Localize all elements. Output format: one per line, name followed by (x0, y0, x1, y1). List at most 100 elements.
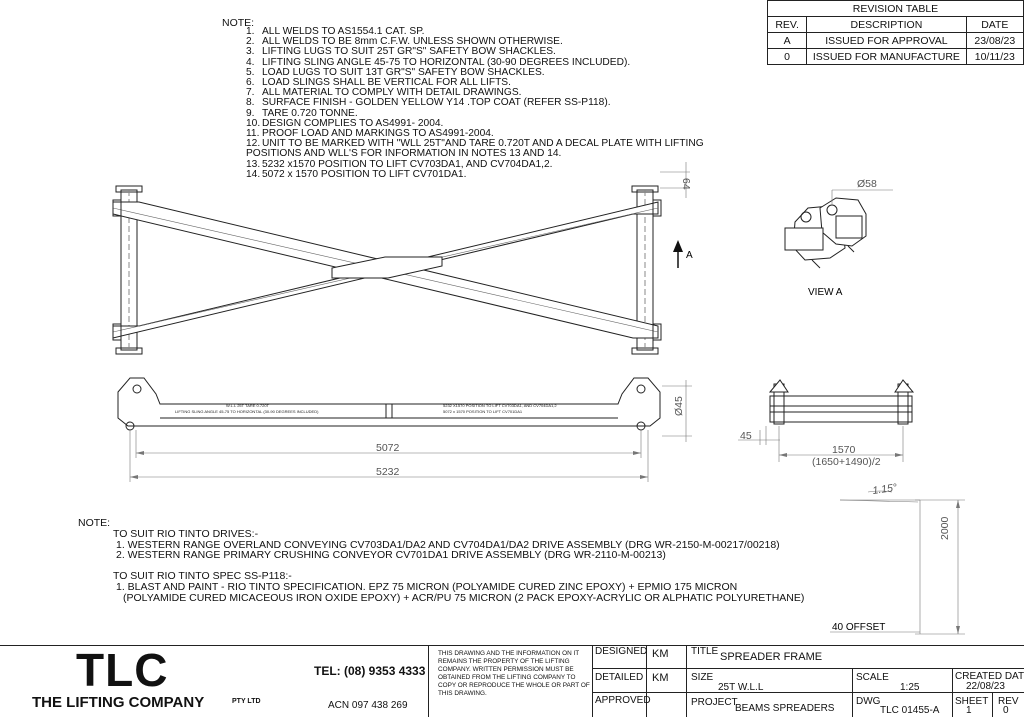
note-item: 9. TARE 0.720 TONNE. (246, 107, 746, 119)
beam-label-right-2: 5072 x 1570 POSITION TO LIFT CV701DA1 (443, 409, 523, 414)
note-number: 2. (246, 36, 255, 48)
note-item: 12.UNIT TO BE MARKED WITH "WLL 25T"AND T… (246, 138, 726, 160)
detailed-value: KM (652, 672, 669, 684)
title-value: SPREADER FRAME (720, 651, 823, 663)
dwg-label: DWG (856, 696, 881, 707)
dim-1570-formula: (1650+1490)/2 (812, 456, 881, 468)
date-col-header: DATE (965, 16, 1024, 33)
note-item: 10.DESIGN COMPLIES TO AS4991- 2004. (246, 117, 746, 129)
table-row: 0 ISSUED FOR MANUFACTURE 10/11/23 (766, 48, 1024, 65)
plan-view (112, 162, 690, 355)
company-logo: TLC (76, 644, 169, 696)
note-text: UNIT TO BE MARKED WITH "WLL 25T"AND TARE… (246, 138, 704, 160)
description-cell: ISSUED FOR APPROVAL (806, 32, 967, 49)
dim-5232: 5232 (376, 466, 400, 478)
note-line: (POLYAMIDE CURED MICACEOUS IRON OXIDE EP… (123, 591, 805, 604)
created-date-label: CREATED DATE (955, 671, 1024, 682)
note-number: 13. (246, 158, 261, 170)
dim-angle: 1.15° (872, 482, 898, 497)
note-number: 8. (246, 97, 255, 109)
beam-label-left-1: W.L.L 25T TARE 0.720T (226, 403, 270, 408)
designed-value: KM (652, 648, 669, 660)
note-line: 1. BLAST AND PAINT - RIO TINTO SPECIFICA… (116, 580, 738, 593)
note-line: TO SUIT RIO TINTO DRIVES:- (113, 527, 259, 540)
note-item: 4. LIFTING SLING ANGLE 45-75 TO HORIZONTA… (246, 56, 746, 68)
note-text: ALL WELDS TO BE 8mm C.F.W. UNLESS SHOWN … (262, 36, 563, 48)
note-text: 5072 x 1570 POSITION TO LIFT CV701DA1. (262, 168, 467, 180)
detailed-label: DETAILED (595, 672, 644, 683)
sheet-value: 1 (966, 705, 972, 716)
title-label: TITLE (691, 646, 719, 657)
dim-dia45: Ø45 (673, 396, 685, 416)
company-acn: ACN 097 438 269 (328, 700, 408, 711)
note-item: 5.LOAD LUGS TO SUIT 13T GR"S" SAFETY BOW… (246, 66, 746, 78)
project-value: BEAMS SPREADERS (735, 703, 835, 714)
note-text: TARE 0.720 TONNE. (262, 107, 358, 119)
note-item: 8. SURFACE FINISH - GOLDEN YELLOW Y14 .TO… (246, 98, 746, 108)
rev-cell: A (766, 32, 808, 49)
note-text: PROOF LOAD AND MARKINGS TO AS4991-2004. (262, 128, 494, 140)
size-label: SIZE (691, 672, 714, 683)
dwg-number: TLC 01455-A (880, 705, 940, 716)
dim-5072: 5072 (376, 442, 400, 454)
company-name: THE LIFTING COMPANY (32, 694, 205, 711)
note-number: 4. (246, 56, 255, 68)
note-text: LOAD LUGS TO SUIT 13T GR"S" SAFETY BOW S… (262, 66, 545, 78)
supply-notes-title: NOTE: (78, 517, 111, 529)
title-block (0, 645, 1024, 718)
supply-notes: NOTE: TO SUIT RIO TINTO DRIVES:- 1. WEST… (78, 518, 804, 604)
rev-value: 0 (1003, 705, 1009, 716)
note-number: 14. (246, 168, 261, 180)
dim-dia58: Ø58 (857, 178, 877, 190)
note-number: 3. (246, 46, 255, 58)
designed-label: DESIGNED (595, 646, 648, 657)
dim-offset: 40 OFFSET (832, 622, 885, 633)
date-cell: 23/08/23 (965, 32, 1024, 49)
note-line: TO SUIT RIO TINTO SPEC SS-P118:- (113, 570, 292, 583)
revision-table: REVISION TABLE REV. DESCRIPTION DATE A I… (766, 0, 1024, 65)
note-item: 6. LOAD SLINGS SHALL BE VERTICAL FOR ALL … (246, 77, 746, 89)
rev-col-header: REV. (766, 16, 808, 33)
beam-label-left-2: LIFTING SLING ANGLE 45-75 TO HORIZONTAL … (175, 409, 319, 414)
dim-1570: 1570 (832, 444, 856, 456)
note-text: LIFTING LUGS TO SUIT 25T GR"S" SAFETY BO… (262, 46, 556, 58)
note-number: 1. (246, 26, 255, 37)
note-number: 9. (246, 107, 255, 119)
ownership-disclaimer: THIS DRAWING AND THE INFORMATION ON IT R… (438, 650, 590, 697)
note-item: 14.5072 x 1570 POSITION TO LIFT CV701DA1… (246, 168, 746, 180)
sheet-label: SHEET (955, 696, 989, 707)
note-item: 1. ALL WELDS TO AS1554.1 CAT. SP. (246, 26, 746, 37)
project-label: PROJECT (691, 697, 738, 708)
table-row: A ISSUED FOR APPROVAL 23/08/23 (766, 32, 1024, 49)
rev-label: REV (998, 696, 1019, 707)
company-pty: PTY LTD (232, 698, 261, 705)
company-phone: TEL: (08) 9353 4333 (314, 664, 426, 678)
dim-64: 64 (680, 178, 692, 190)
note-number: 6. (246, 77, 255, 89)
note-text: ALL WELDS TO AS1554.1 CAT. SP. (262, 26, 425, 37)
description-col-header: DESCRIPTION (806, 16, 967, 33)
note-number: 11. (246, 128, 260, 140)
notes-title: NOTE: (222, 17, 255, 29)
note-text: SURFACE FINISH - GOLDEN YELLOW Y14 .TOP … (262, 97, 611, 109)
note-text: LIFTING SLING ANGLE 45-75 TO HORIZONTAL … (262, 56, 631, 68)
note-text: LOAD SLINGS SHALL BE VERTICAL FOR ALL LI… (262, 77, 511, 89)
note-item: 13.5232 x1570 POSITION TO LIFT CV703DA1,… (246, 158, 746, 170)
note-number: 10. (246, 117, 261, 129)
date-cell: 10/11/23 (965, 48, 1024, 65)
scale-label: SCALE (856, 672, 889, 683)
note-line: 1. WESTERN RANGE OVERLAND CONVEYING CV70… (116, 538, 780, 551)
note-item: 3. LIFTING LUGS TO SUIT 25T GR"S" SAFETY … (246, 47, 746, 57)
note-item: 7.ALL MATERIAL TO COMPLY WITH DETAIL DRA… (246, 88, 746, 98)
description-cell: ISSUED FOR MANUFACTURE (806, 48, 967, 65)
elevation-view (117, 377, 692, 482)
note-number: 12. (246, 138, 261, 150)
view-a-label: VIEW A (808, 287, 843, 298)
view-a-detail (784, 189, 893, 269)
note-text: DESIGN COMPLIES TO AS4991- 2004. (262, 117, 444, 129)
revision-table-title: REVISION TABLE (767, 0, 1024, 17)
note-item: 2. ALL WELDS TO BE 8mm C.F.W. UNLESS SHOW… (246, 36, 746, 48)
end-view (738, 379, 965, 635)
approved-label: APPROVED (595, 695, 651, 706)
